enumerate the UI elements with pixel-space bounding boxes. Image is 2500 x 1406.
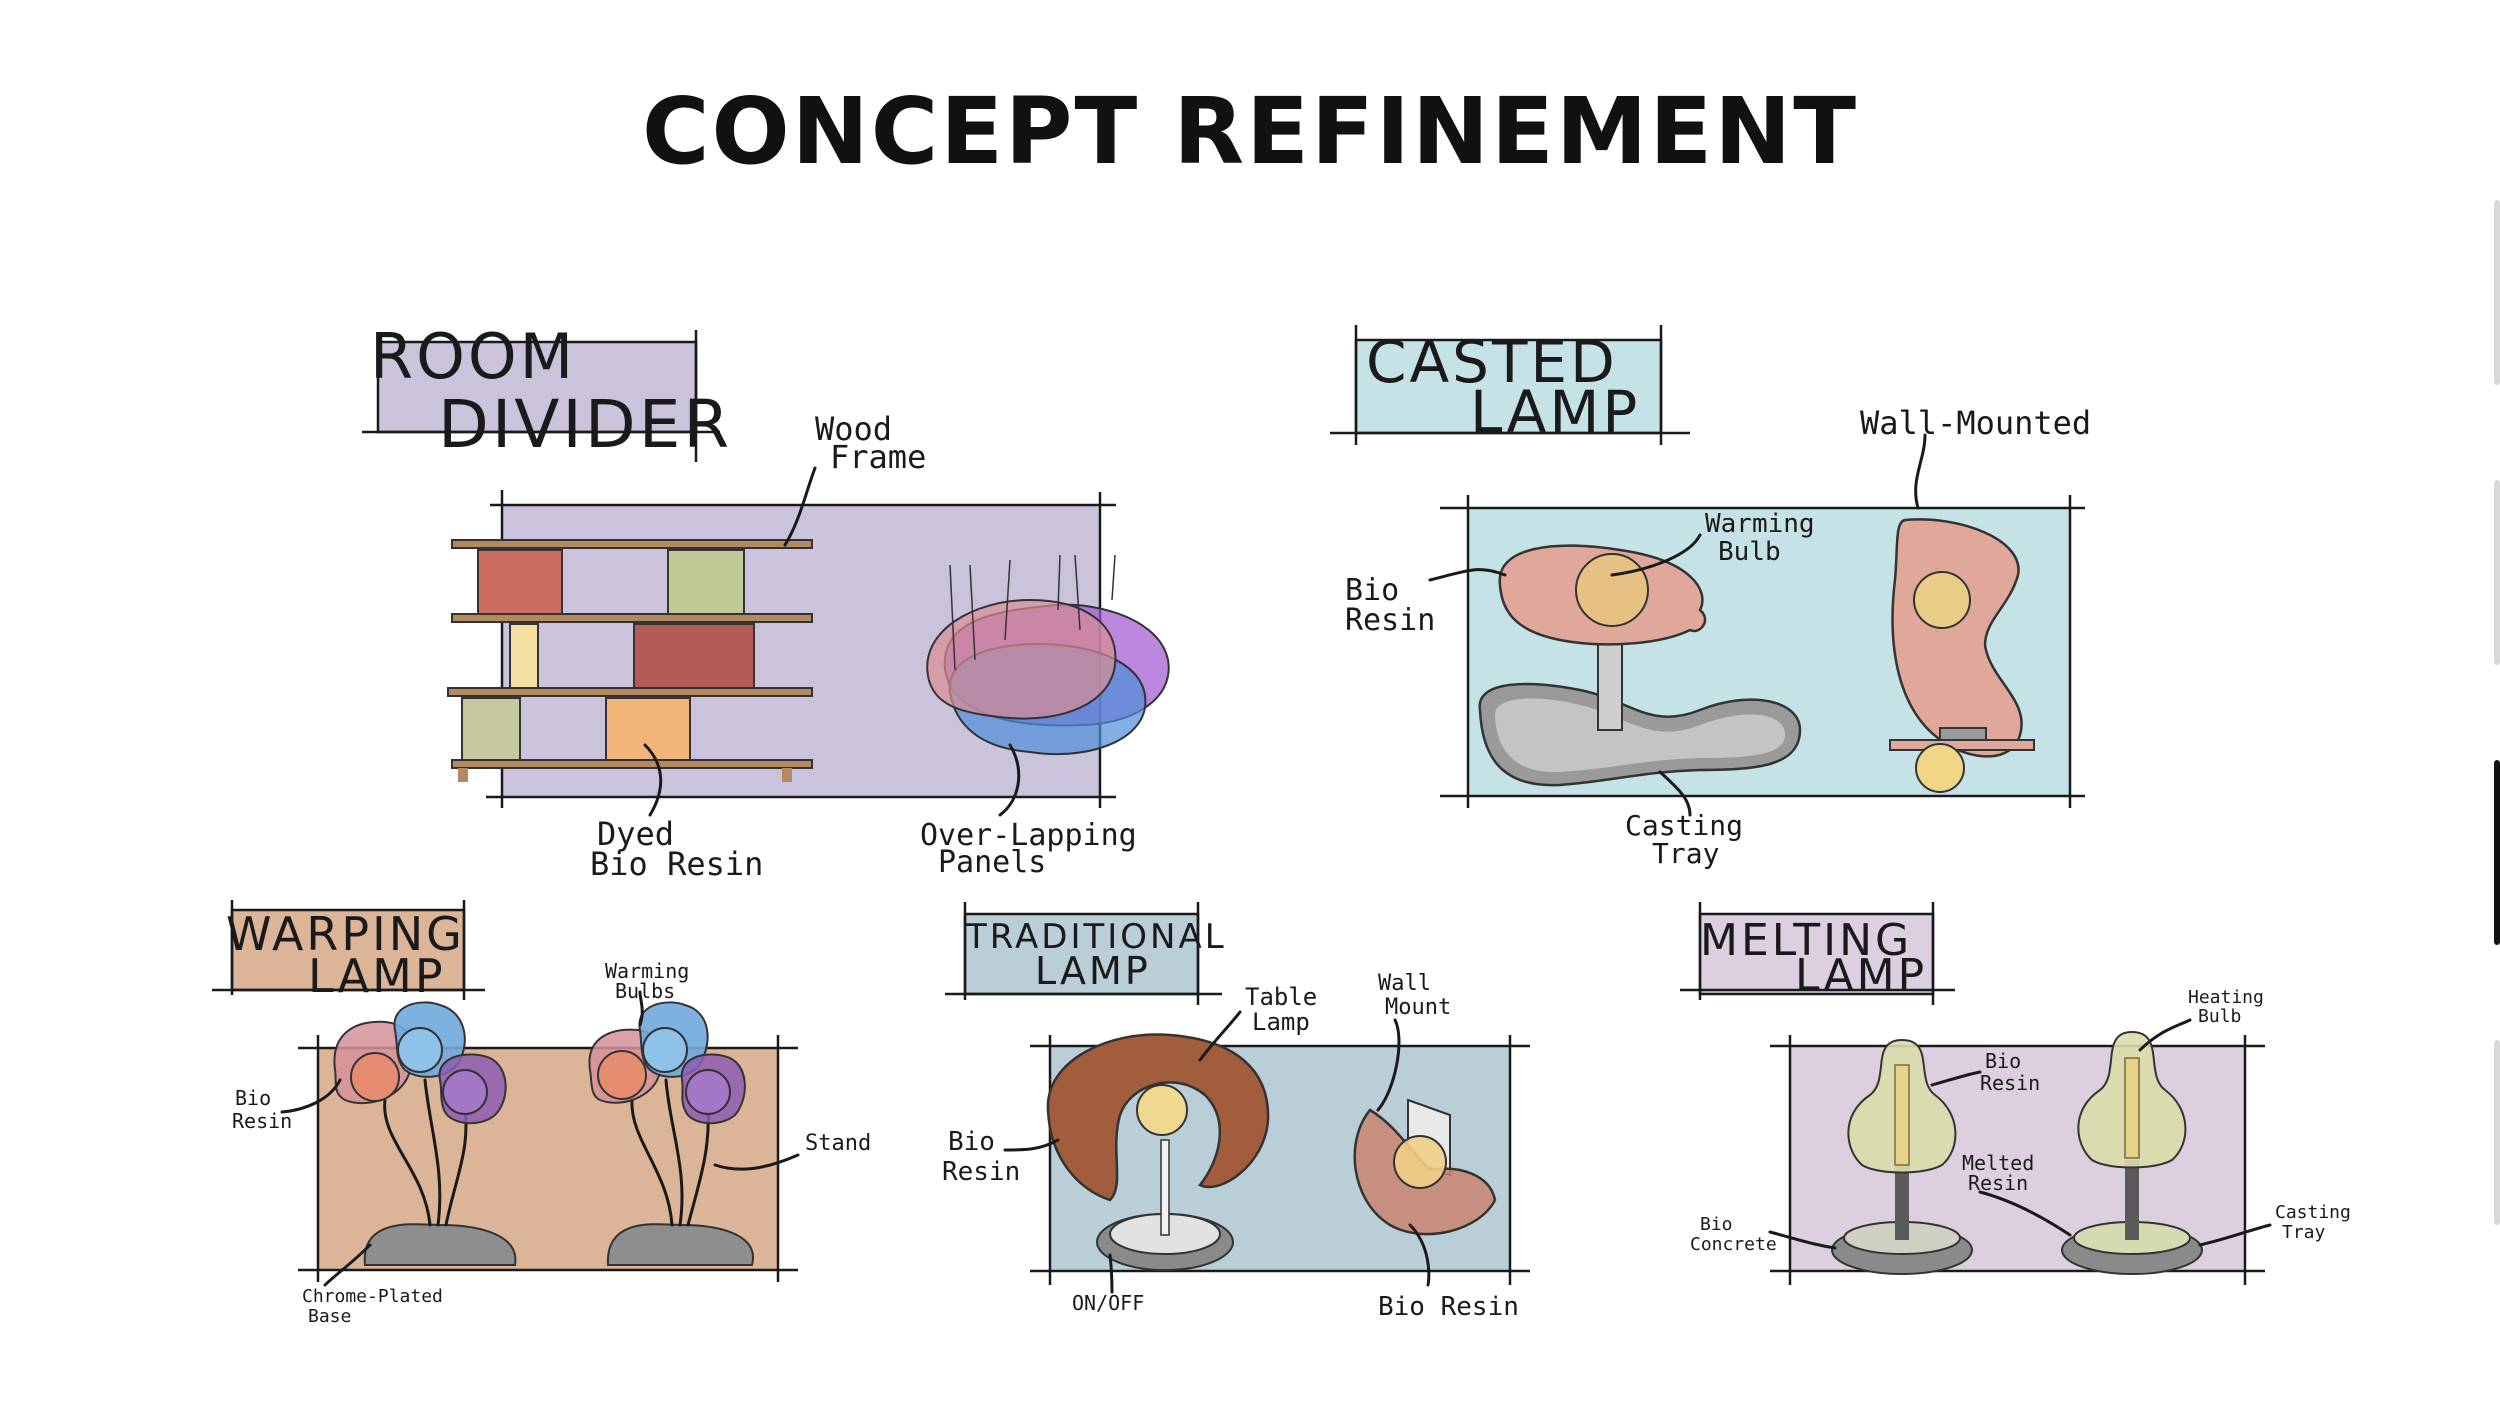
panel-casted-lamp: CASTED LAMP Wall-Mounted Warming Bulb Bi…	[1330, 325, 2091, 870]
scrollbar-thumb[interactable]	[2494, 760, 2500, 945]
callout-melting-tray-line1: Casting	[2275, 1202, 2351, 1223]
warping-lamp-title-line2: LAMP	[308, 949, 446, 1003]
callout-traditional-bio-line1: Bio	[948, 1127, 995, 1157]
casted-lamp-title-line2: LAMP	[1470, 378, 1640, 446]
panel-warping-lamp: WARPING LAMP	[212, 900, 871, 1327]
callout-casted-bio-line2: Resin	[1345, 603, 1435, 638]
melting-lamp-sketch-right	[2061, 1030, 2203, 1275]
melting-lamp-title-box	[1698, 912, 1935, 996]
callout-dyed-resin-line2: Bio Resin	[590, 845, 763, 883]
casted-lamp-title-line1: CASTED	[1366, 328, 1618, 396]
callout-wall-mounted: Wall-Mounted	[1860, 404, 2091, 442]
traditional-lamp-title-line1: TRADITIONAL	[965, 917, 1227, 957]
callout-melting-bio-line2: Resin	[1980, 1071, 2040, 1095]
callout-stand: Stand	[805, 1131, 871, 1156]
warping-lamp-title-line1: WARPING	[226, 907, 465, 961]
callout-wall-mount-line1: Wall	[1378, 971, 1431, 996]
callout-panels-line1: Over-Lapping	[920, 818, 1137, 853]
room-divider-title-box	[376, 340, 698, 434]
traditional-lamp-title-box	[963, 912, 1200, 996]
traditional-lamp-table-sketch	[1046, 1033, 1270, 1271]
callout-table-lamp-line2: Lamp	[1252, 1008, 1310, 1036]
melting-lamp-title-line1: MELTING	[1700, 915, 1912, 966]
callout-casting-tray-line2: Tray	[1652, 837, 1719, 870]
callout-casted-bio-line1: Bio	[1345, 573, 1399, 608]
room-divider-overlapping-panels	[926, 554, 1170, 756]
room-divider-title-line2: DIVIDER	[438, 386, 732, 463]
callout-warming-bulb-line1: Warming	[1705, 509, 1815, 539]
callout-heating-bulb-line2: Bulb	[2198, 1006, 2241, 1027]
panel-room-divider: ROOM DIVIDER	[362, 320, 1170, 883]
callout-warming-bulb-line2: Bulb	[1718, 537, 1781, 567]
callout-casting-tray-line1: Casting	[1625, 809, 1743, 842]
callout-panels-line2: Panels	[938, 845, 1046, 880]
callout-melted-resin-line2: Resin	[1968, 1171, 2028, 1195]
callout-dyed-resin-line1: Dyed	[597, 815, 674, 853]
callout-heating-bulb-line1: Heating	[2188, 987, 2264, 1008]
scrollbar-track-segment[interactable]	[2494, 200, 2500, 385]
scrollbar-track-segment[interactable]	[2494, 1040, 2500, 1225]
traditional-lamp-title-line2: LAMP	[1035, 949, 1151, 993]
callout-table-lamp-line1: Table	[1245, 983, 1317, 1011]
callout-chrome-base-line2: Base	[308, 1306, 351, 1327]
casted-lamp-table-sketch	[1478, 544, 1802, 787]
callout-chrome-base-line1: Chrome-Plated	[302, 1286, 443, 1307]
callout-traditional-bio-line2: Resin	[942, 1157, 1020, 1187]
callout-wall-mount-line2: Mount	[1385, 995, 1451, 1020]
callout-melting-tray-line2: Tray	[2282, 1222, 2326, 1243]
callout-melted-resin-line1: Melted	[1962, 1151, 2034, 1175]
callout-bio-concrete-line1: Bio	[1700, 1214, 1733, 1235]
room-divider-shelf	[447, 539, 813, 782]
traditional-lamp-wall-sketch	[1353, 1098, 1497, 1236]
page-title: CONCEPT REFINEMENT	[641, 78, 1859, 185]
callout-wood-frame-line1: Wood	[815, 410, 892, 448]
panel-melting-lamp: MELTING LAMP Heating Bulb Bio Resin Melt…	[1680, 902, 2351, 1285]
scrollbar-track-segment[interactable]	[2494, 480, 2500, 665]
callout-bio-concrete-line2: Concrete	[1690, 1234, 1777, 1255]
melting-lamp-title-line2: LAMP	[1795, 950, 1927, 1001]
warping-lamp-sketch-right	[588, 1001, 755, 1266]
room-divider-title-line1: ROOM	[370, 320, 576, 393]
callout-warming-bulbs-line1: Warming	[605, 959, 689, 983]
warping-lamp-sketch-left	[333, 1001, 517, 1266]
callout-traditional-bio-b: Bio Resin	[1378, 1292, 1519, 1322]
melting-lamp-sketch-left	[1831, 1038, 1973, 1275]
casted-lamp-wall-sketch	[1889, 518, 2035, 793]
callout-wood-frame-line2: Frame	[830, 438, 926, 476]
callout-on-off: ON/OFF	[1072, 1291, 1144, 1315]
panel-traditional-lamp: TRADITIONAL LAMP Table Lamp Wall Mount B…	[942, 902, 1530, 1322]
callout-warping-bio-line1: Bio	[235, 1086, 271, 1110]
callout-warming-bulbs-line2: Bulbs	[615, 979, 675, 1003]
callout-warping-bio-line2: Resin	[232, 1109, 292, 1133]
callout-melting-bio-line1: Bio	[1985, 1049, 2021, 1073]
